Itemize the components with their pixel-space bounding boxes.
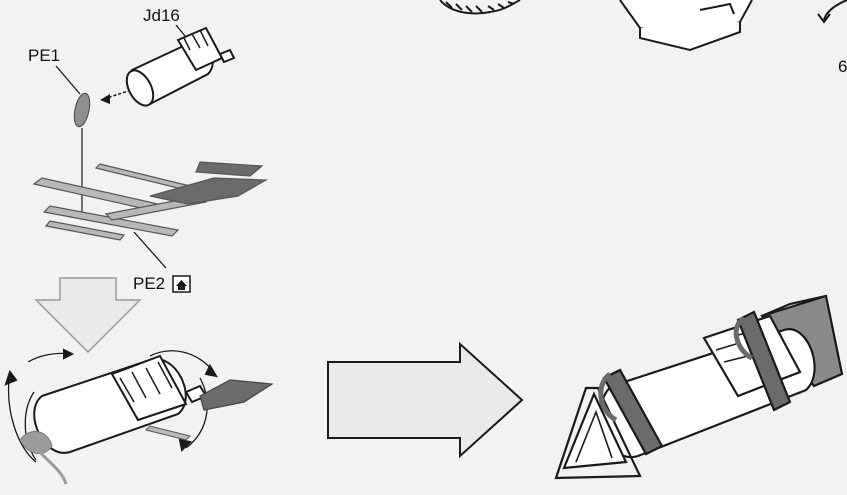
- chain-part-partial: [440, 0, 520, 14]
- pe1-disc: [72, 92, 93, 128]
- photo-etch-part-icon: [173, 276, 190, 292]
- label-jd16: Jd16: [143, 6, 180, 25]
- label-pe1: PE1: [28, 46, 60, 65]
- right-arrow: [328, 344, 522, 456]
- pe2-etch-fret: [34, 162, 266, 240]
- jd16-cylinder: [121, 28, 234, 110]
- down-arrow: [36, 278, 140, 352]
- label-pe2: PE2: [133, 274, 165, 293]
- leader-pe2: [134, 232, 166, 268]
- leader-pe1: [56, 66, 80, 94]
- insert-arrow: [100, 91, 128, 104]
- finished-cylinder: [556, 296, 842, 478]
- rolling-assembly: [6, 350, 272, 484]
- box-part-partial: [620, 0, 752, 50]
- partial-label-right: 6: [838, 57, 847, 76]
- curve-part-partial: [818, 0, 847, 22]
